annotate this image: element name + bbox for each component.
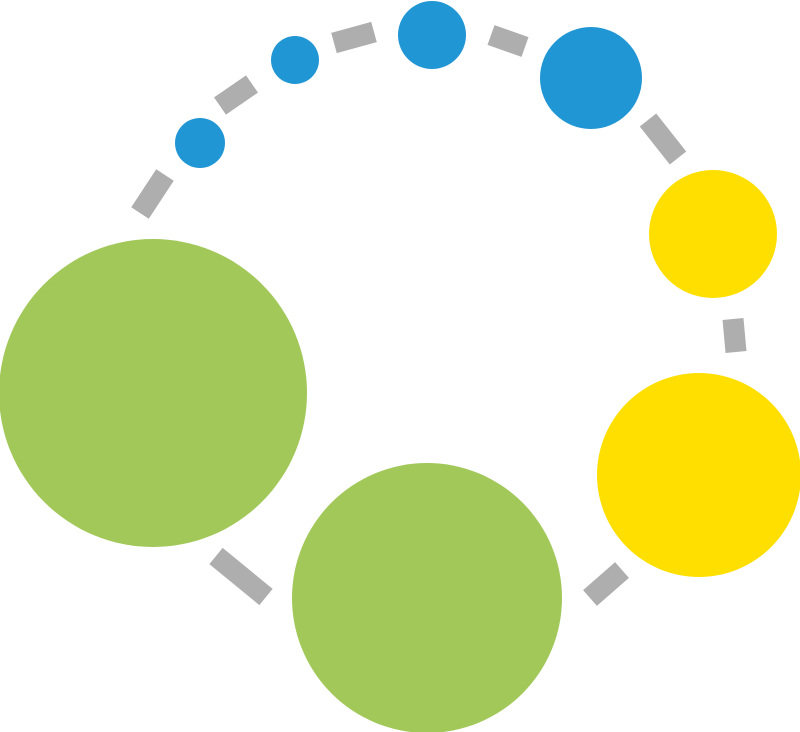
dashed-ring (131, 21, 747, 606)
ring-dash-5 (639, 113, 687, 165)
ring-dash-8 (583, 562, 629, 606)
ring-dash-4 (487, 25, 529, 57)
ring-dash-6 (722, 318, 747, 353)
yellow-circle-1 (649, 170, 777, 298)
ring-dash-3 (331, 21, 377, 54)
ring-dash-7 (209, 547, 273, 606)
blue-circle-1 (175, 118, 225, 168)
yellow-circle-2 (597, 373, 800, 577)
ring-dash-1 (131, 169, 174, 219)
green-circle-2 (292, 463, 562, 732)
blue-circle-4 (540, 27, 642, 129)
blue-circle-2 (271, 36, 319, 84)
green-circle-1 (0, 239, 307, 547)
ring-dash-2 (214, 75, 258, 115)
blue-circle-3 (398, 1, 466, 69)
